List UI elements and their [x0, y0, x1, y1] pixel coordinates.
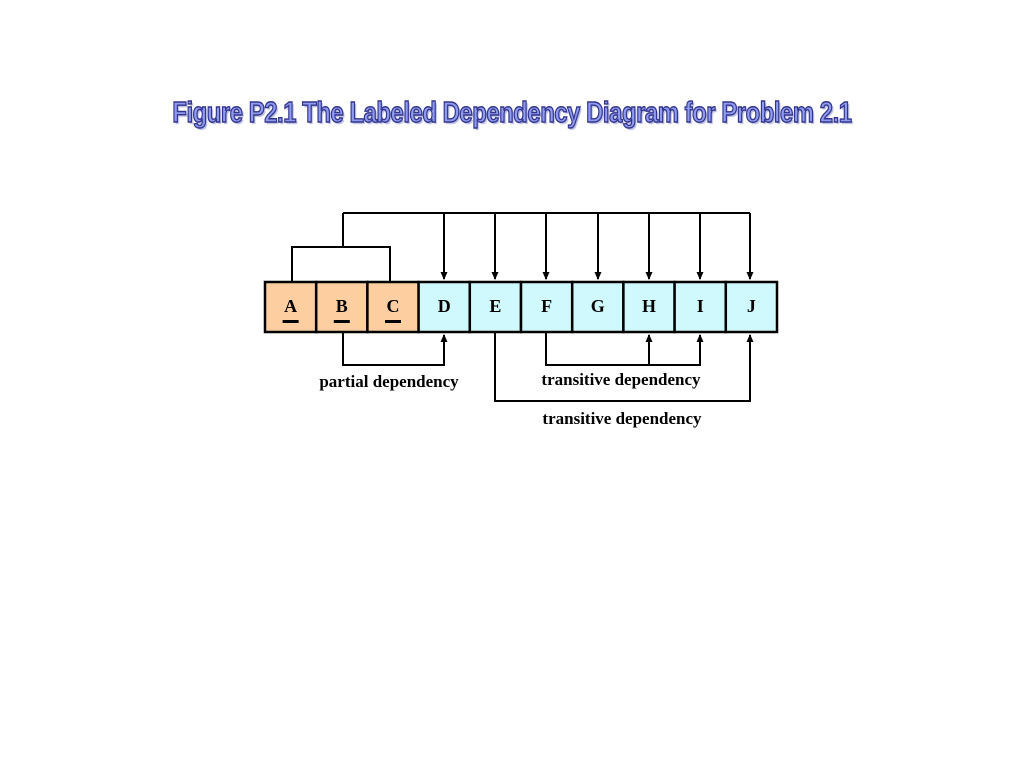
attribute-cell-h: H	[622, 280, 676, 334]
attribute-label: E	[489, 296, 501, 316]
transitive-dependency-label-ej: transitive dependency	[542, 409, 702, 428]
attribute-cell-f: F	[519, 280, 574, 334]
attribute-cell-c: C	[366, 280, 420, 334]
attribute-label: H	[642, 296, 656, 316]
attribute-label: D	[438, 296, 451, 316]
attribute-label: F	[541, 296, 552, 316]
attribute-box	[417, 280, 472, 334]
attribute-box	[314, 280, 369, 334]
attribute-row: A B C D E F G H I J	[263, 280, 779, 334]
attribute-label: B	[336, 296, 348, 316]
transitive-dependency-arrow-h	[545, 333, 653, 366]
transitive-dependency-arrow-j	[494, 333, 754, 402]
primary-key-underline	[385, 320, 401, 323]
attribute-box	[263, 280, 318, 334]
attribute-cell-d: D	[417, 280, 472, 334]
partial-dependency-arrow	[342, 333, 448, 366]
attribute-cell-i: I	[673, 280, 728, 334]
attribute-cell-g: G	[570, 280, 625, 334]
key-bracket	[291, 246, 391, 281]
attribute-cell-b: B	[314, 280, 369, 334]
attribute-cell-a: A	[263, 280, 318, 334]
attribute-label: J	[747, 296, 756, 316]
page-title: Figure P2.1 The Labeled Dependency Diagr…	[172, 96, 853, 129]
attribute-box	[366, 280, 420, 334]
attribute-cell-j: J	[724, 280, 779, 334]
attribute-label: G	[591, 296, 605, 316]
attribute-box	[519, 280, 574, 334]
attribute-label: A	[284, 296, 297, 316]
transitive-dependency-label-fhi: transitive dependency	[541, 370, 701, 389]
primary-key-underline	[333, 320, 350, 323]
attribute-box	[622, 280, 676, 334]
attribute-box	[468, 280, 523, 334]
attribute-label: I	[697, 296, 704, 316]
attribute-box	[724, 280, 779, 334]
attribute-cell-e: E	[468, 280, 523, 334]
primary-key-underline	[282, 320, 299, 323]
partial-dependency-label: partial dependency	[319, 372, 459, 391]
attribute-label: C	[387, 296, 400, 316]
dependency-lines	[291, 212, 754, 402]
transitive-dependency-arrow-i	[649, 334, 704, 366]
